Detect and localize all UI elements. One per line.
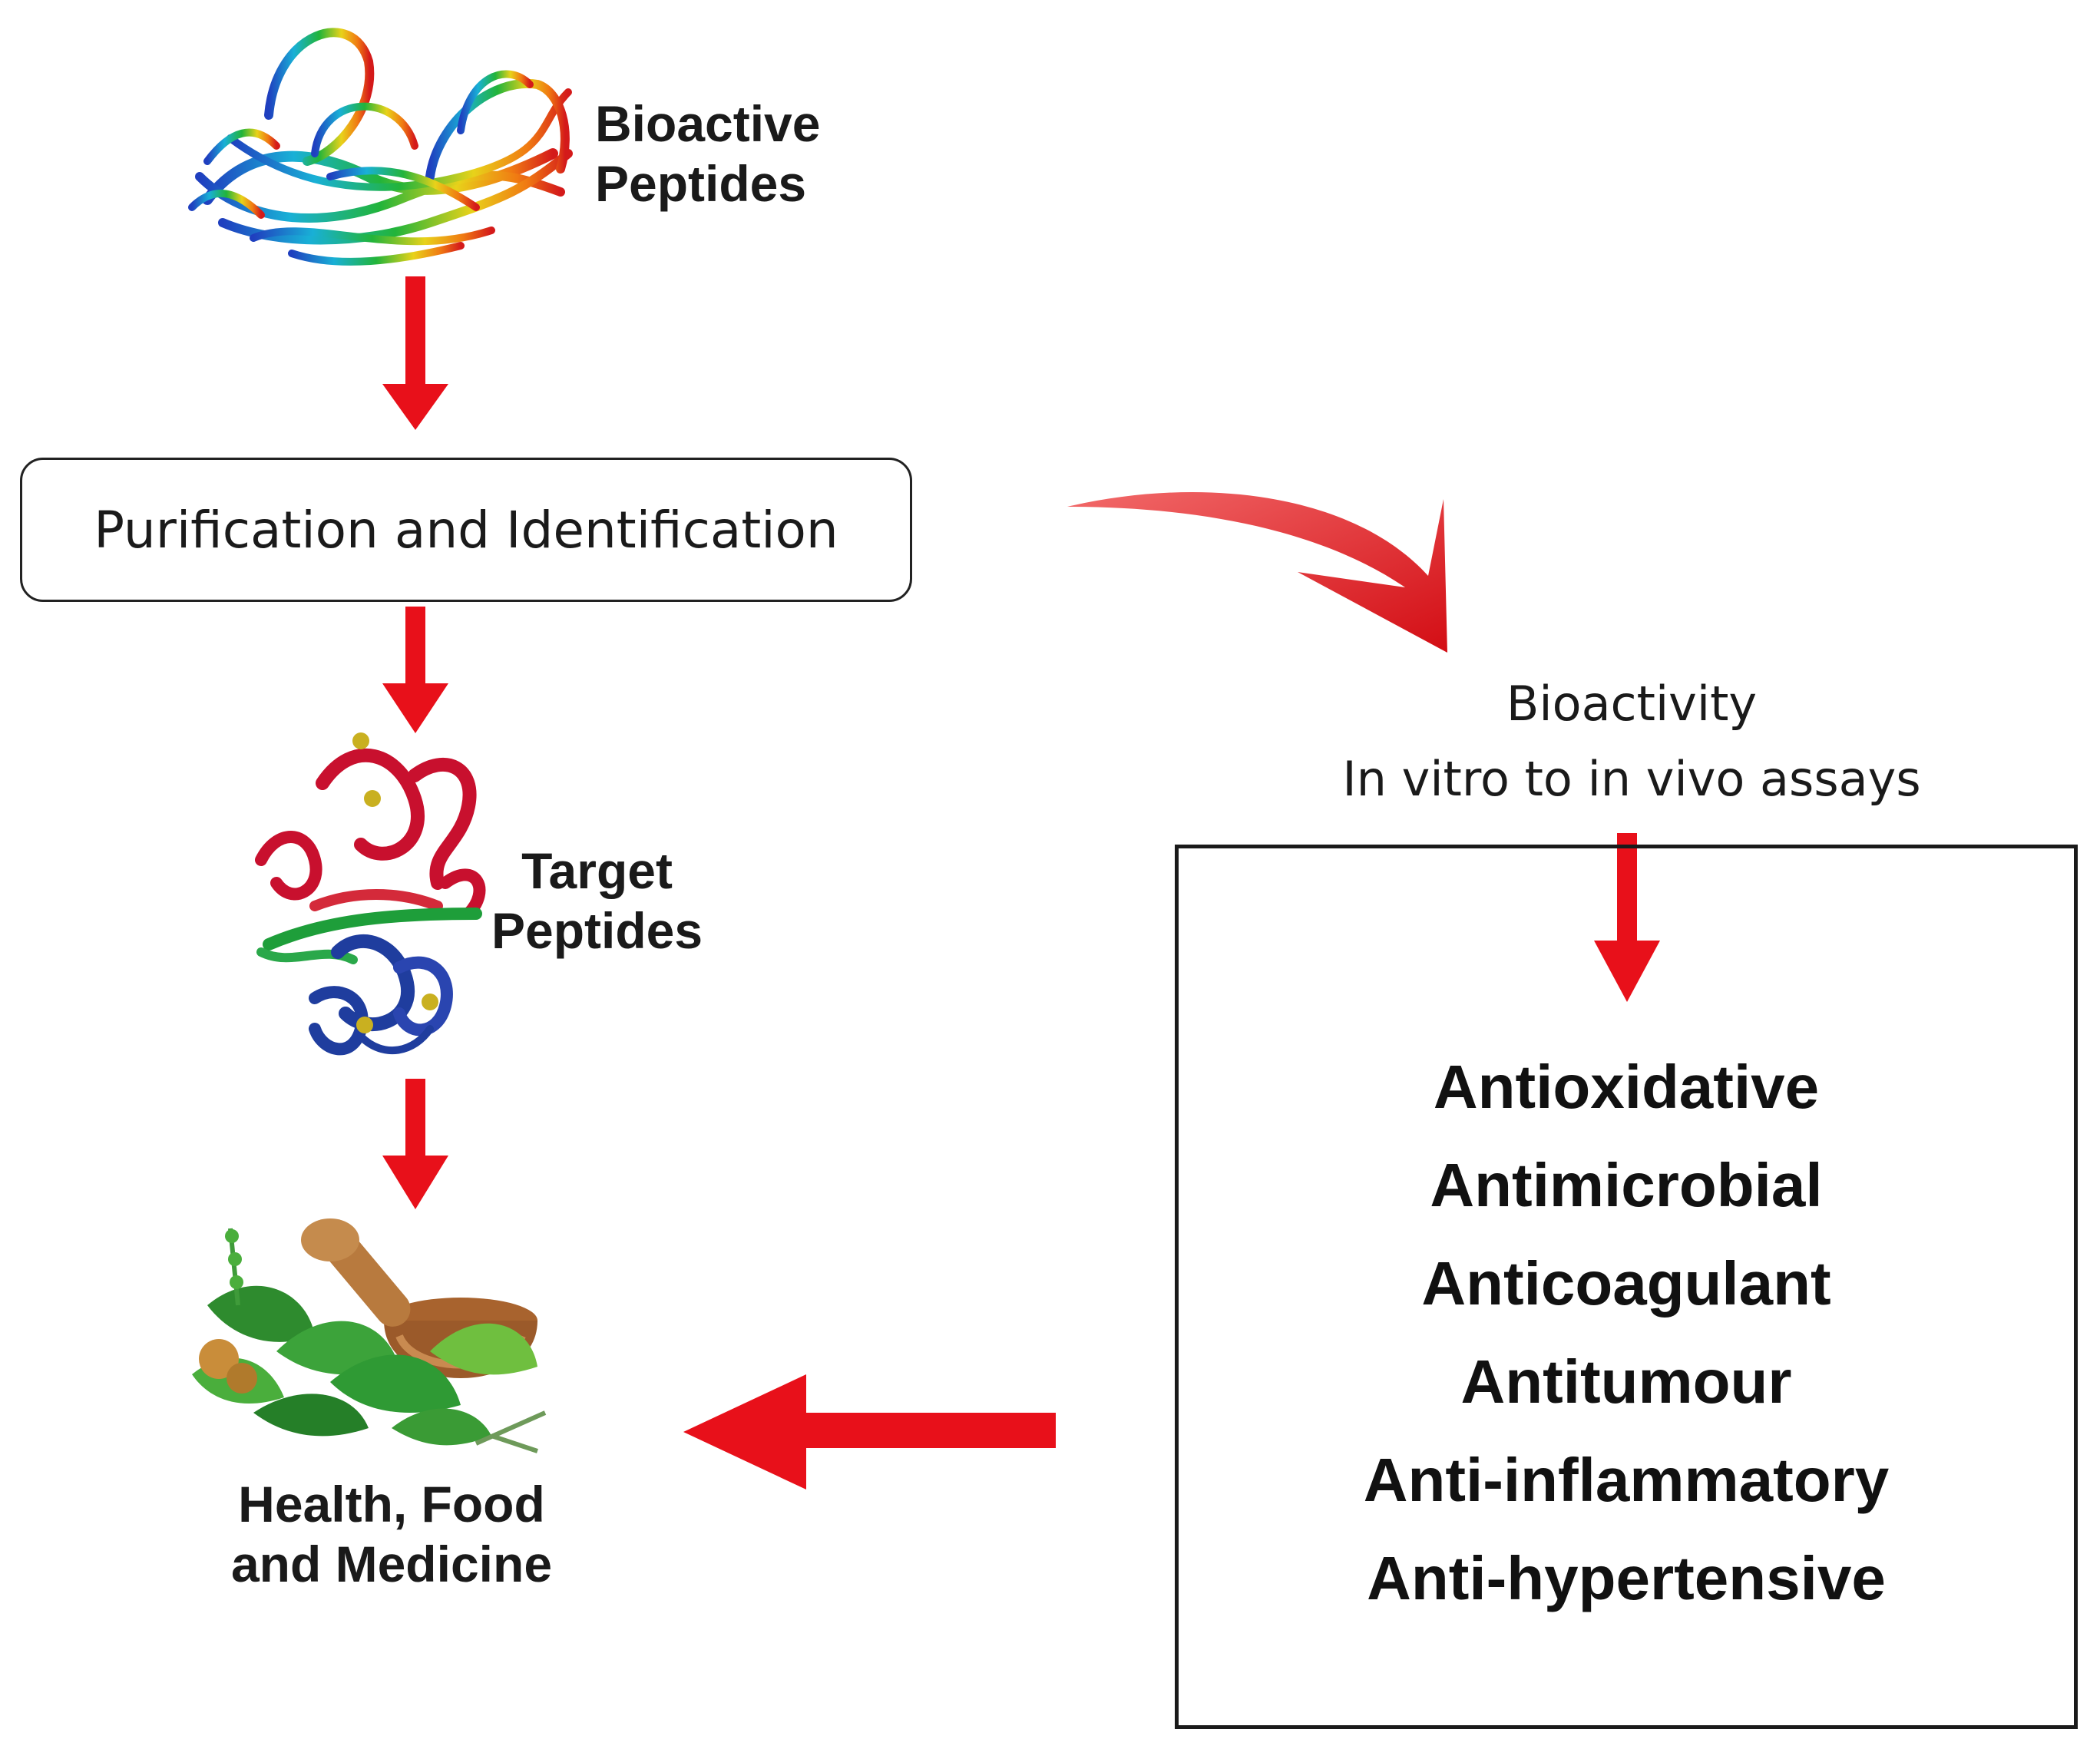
activity-item: Anti-inflammatory <box>1363 1446 1890 1514</box>
target-peptides-illustration <box>255 732 486 1056</box>
activities-box: Antioxidative Antimicrobial Anticoagulan… <box>1175 845 2078 1729</box>
bioactive-peptides-label: Bioactive Peptides <box>595 95 821 212</box>
bioactivity-title: Bioactivity <box>1506 676 1758 732</box>
health-food-medicine-label: Health, Food and Medicine <box>230 1476 553 1592</box>
activity-item: Antitumour <box>1460 1347 1792 1416</box>
arrow-target-to-health <box>382 1079 448 1209</box>
arrow-activities-to-health <box>683 1374 1056 1490</box>
arrow-to-activities <box>1594 833 1660 1002</box>
curved-arrow-to-bioactivity <box>1067 491 1447 653</box>
purification-box: Purification and Identification <box>20 458 912 602</box>
arrow-purification-to-target <box>382 607 448 733</box>
activity-item: Antimicrobial <box>1430 1151 1823 1219</box>
bioactive-peptides-illustration <box>188 28 573 266</box>
target-peptides-label: Target Peptides <box>491 842 703 959</box>
activity-item: Anticoagulant <box>1421 1249 1831 1318</box>
activity-item: Antioxidative <box>1433 1053 1820 1121</box>
arrow-bioactive-to-purification <box>382 276 448 430</box>
activity-item: Anti-hypertensive <box>1367 1544 1886 1612</box>
bioactivity-subtitle: In vitro to in vivo assays <box>1342 751 1921 807</box>
purification-label: Purification and Identification <box>94 500 838 560</box>
herbs-mortar-illustration <box>192 1218 547 1453</box>
